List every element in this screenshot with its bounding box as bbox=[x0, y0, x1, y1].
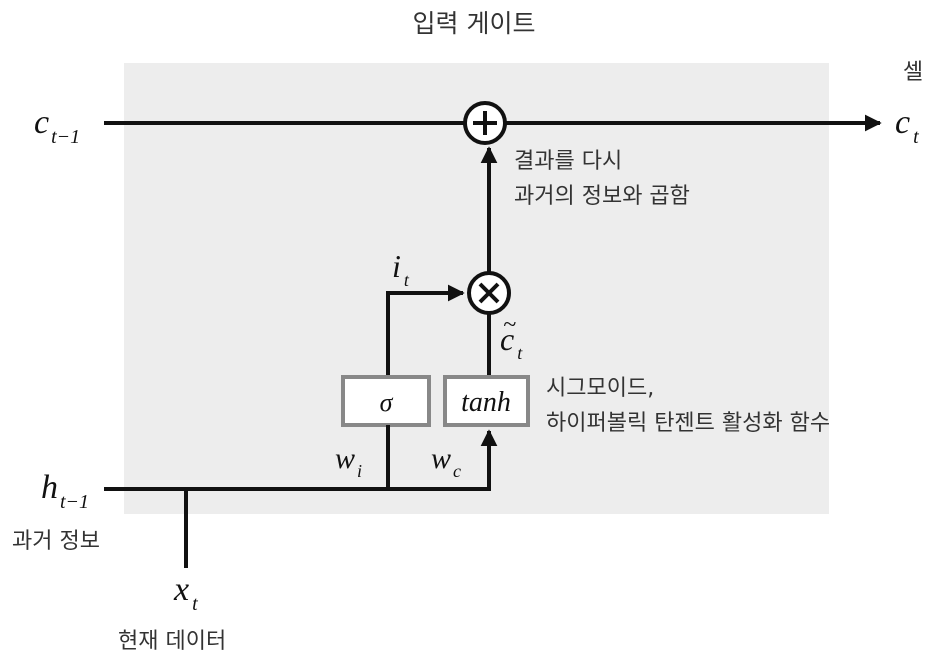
sigma-box-label: σ bbox=[380, 388, 394, 417]
multiply-node bbox=[467, 271, 511, 315]
result-note-line2: 과거의 정보와 곱함 bbox=[514, 184, 690, 209]
past-info-label: 과거 정보 bbox=[12, 529, 100, 554]
tanh-box-label: tanh bbox=[461, 387, 511, 418]
c-tilde-mark: ~ bbox=[503, 312, 516, 338]
tanh-box bbox=[443, 375, 530, 427]
title: 입력 게이트 bbox=[413, 9, 536, 38]
cell-label: 셀 bbox=[903, 60, 923, 85]
add-node bbox=[463, 101, 507, 145]
result-note-line1: 결과를 다시 bbox=[514, 149, 622, 174]
activation-note-line1: 시그모이드, bbox=[546, 376, 654, 401]
sigma-to-multiply-arrow bbox=[386, 284, 465, 376]
activation-note-line2: 하이퍼볼릭 탄젠트 활성화 함수 bbox=[546, 411, 830, 436]
current-data-label: 현재 데이터 bbox=[118, 629, 226, 654]
